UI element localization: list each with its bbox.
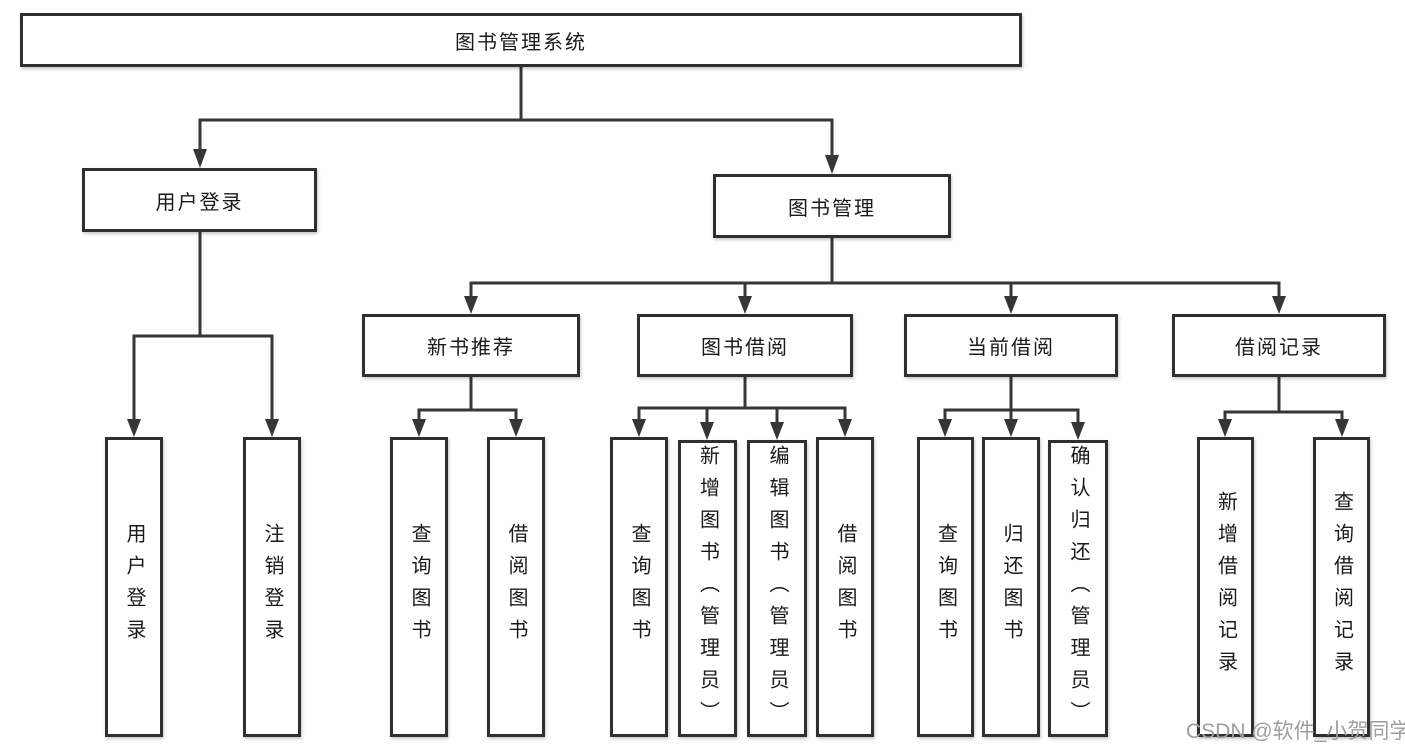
leaf-logout-label: 注销登录 xyxy=(261,523,283,651)
node-user-login: 用户登录 xyxy=(82,168,317,232)
leaf-recommend-borrow-books-label: 借阅图书 xyxy=(505,523,527,651)
node-borrow-records-label: 借阅记录 xyxy=(1235,337,1323,359)
leaf-records-query-record: 查询借阅记录 xyxy=(1313,437,1370,737)
leaf-current-query-books-label: 查询图书 xyxy=(934,523,957,651)
node-borrow-records: 借阅记录 xyxy=(1172,314,1386,377)
node-user-login-label: 用户登录 xyxy=(155,191,244,214)
watermark: CSDN @软件_小贺同学 xyxy=(1186,720,1405,743)
node-root-label: 图书管理系统 xyxy=(455,31,587,54)
node-root: 图书管理系统 xyxy=(20,13,1022,67)
leaf-user-login-label: 用户登录 xyxy=(123,523,145,651)
leaf-current-confirm-return-admin-label: 确认归还（管理员） xyxy=(1067,444,1089,733)
leaf-borrow-add-books-admin: 新增图书（管理员） xyxy=(678,440,737,737)
leaf-current-return-books-label: 归还图书 xyxy=(1000,523,1022,651)
leaf-recommend-borrow-books: 借阅图书 xyxy=(487,437,545,737)
node-book-management-label: 图书管理 xyxy=(788,197,876,220)
node-current-borrow: 当前借阅 xyxy=(904,314,1118,377)
leaf-recommend-query-books: 查询图书 xyxy=(390,437,448,737)
node-book-borrow: 图书借阅 xyxy=(637,314,853,377)
leaf-current-confirm-return-admin: 确认归还（管理员） xyxy=(1048,440,1108,737)
leaf-records-add-record-label: 新增借阅记录 xyxy=(1214,491,1237,683)
leaf-logout: 注销登录 xyxy=(243,437,301,737)
leaf-borrow-query-books: 查询图书 xyxy=(610,437,668,737)
node-new-book-recommend: 新书推荐 xyxy=(362,314,580,377)
leaf-records-add-record: 新增借阅记录 xyxy=(1197,437,1254,737)
leaf-borrow-borrow-books: 借阅图书 xyxy=(816,437,874,737)
leaf-borrow-edit-books-admin: 编辑图书（管理员） xyxy=(747,440,807,737)
leaf-recommend-query-books-label: 查询图书 xyxy=(408,523,430,651)
leaf-records-query-record-label: 查询借阅记录 xyxy=(1330,491,1353,683)
leaf-borrow-edit-books-admin-label: 编辑图书（管理员） xyxy=(766,444,788,733)
node-new-book-recommend-label: 新书推荐 xyxy=(427,337,515,359)
leaf-user-login: 用户登录 xyxy=(105,437,163,737)
node-current-borrow-label: 当前借阅 xyxy=(967,337,1055,359)
leaf-current-return-books: 归还图书 xyxy=(982,437,1040,737)
leaf-borrow-add-books-admin-label: 新增图书（管理员） xyxy=(696,444,719,733)
leaf-borrow-borrow-books-label: 借阅图书 xyxy=(834,523,856,651)
node-book-borrow-label: 图书借阅 xyxy=(701,337,789,359)
node-book-management: 图书管理 xyxy=(713,174,951,238)
leaf-borrow-query-books-label: 查询图书 xyxy=(628,523,650,651)
leaf-current-query-books: 查询图书 xyxy=(917,437,974,737)
